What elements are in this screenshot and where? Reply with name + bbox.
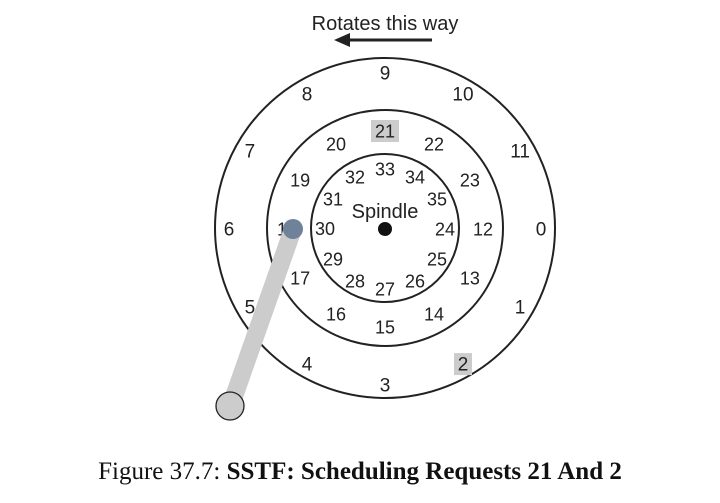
sector-label-30: 30: [315, 219, 335, 239]
sector-label-34: 34: [405, 168, 425, 188]
head-sector-label: 30: [315, 219, 335, 239]
sector-label-28: 28: [345, 271, 365, 291]
sector-label-6: 6: [224, 220, 235, 241]
spindle-dot: [378, 222, 392, 236]
middle-track-ring: [266, 109, 504, 347]
sector-label-7: 7: [245, 142, 256, 163]
rotation-label: Rotates this way: [312, 13, 459, 35]
outer-track-ring: [214, 57, 556, 399]
sector-label-19: 19: [290, 171, 310, 191]
figure-caption: Figure 37.7: SSTF: Scheduling Requests 2…: [0, 458, 720, 486]
rotation-arrowhead: [334, 33, 350, 47]
sector-label-33: 33: [375, 160, 395, 180]
sector-label-5: 5: [245, 298, 256, 319]
disk-arm: [222, 226, 302, 408]
sector-label-11: 11: [510, 142, 530, 163]
sector-label-1: 1: [515, 298, 526, 319]
sector-label-13: 13: [460, 269, 480, 289]
sector-label-21: 21: [375, 122, 395, 142]
sector-label-3: 3: [380, 376, 391, 397]
sector-label-2: 2: [458, 355, 469, 376]
sector-label-0: 0: [536, 220, 547, 241]
sector-label-31: 31: [323, 190, 343, 210]
sector-label-32: 32: [345, 168, 365, 188]
sector-label-35: 35: [427, 190, 447, 210]
sector-label-8: 8: [302, 84, 313, 105]
spindle-label: Spindle: [352, 201, 419, 223]
sector-label-12: 12: [473, 220, 493, 240]
disk-head: [283, 219, 303, 239]
request-highlight-21: [371, 120, 399, 142]
sector-label-16: 16: [326, 304, 346, 324]
caption-title: SSTF: Scheduling Requests 21 And 2: [226, 458, 622, 485]
sector-label-17: 17: [290, 269, 310, 289]
inner-track-ring: [310, 153, 460, 303]
sector-label-20: 20: [326, 135, 346, 155]
sector-label-25: 25: [427, 250, 447, 270]
sector-label-24: 24: [435, 220, 455, 240]
arm-pivot: [215, 391, 245, 421]
sector-label-29: 29: [323, 250, 343, 270]
sector-label-10: 10: [452, 84, 473, 105]
caption-prefix: Figure 37.7:: [98, 458, 221, 485]
sector-label-27: 27: [375, 280, 395, 300]
sector-label-15: 15: [375, 318, 395, 338]
sector-label-22: 22: [424, 135, 444, 155]
sector-label-26: 26: [405, 271, 425, 291]
sector-label-14: 14: [424, 304, 444, 324]
sector-label-23: 23: [460, 171, 480, 191]
request-highlight-2: [454, 353, 472, 376]
sector-label-4: 4: [302, 355, 313, 376]
sector-label-9: 9: [380, 64, 391, 85]
